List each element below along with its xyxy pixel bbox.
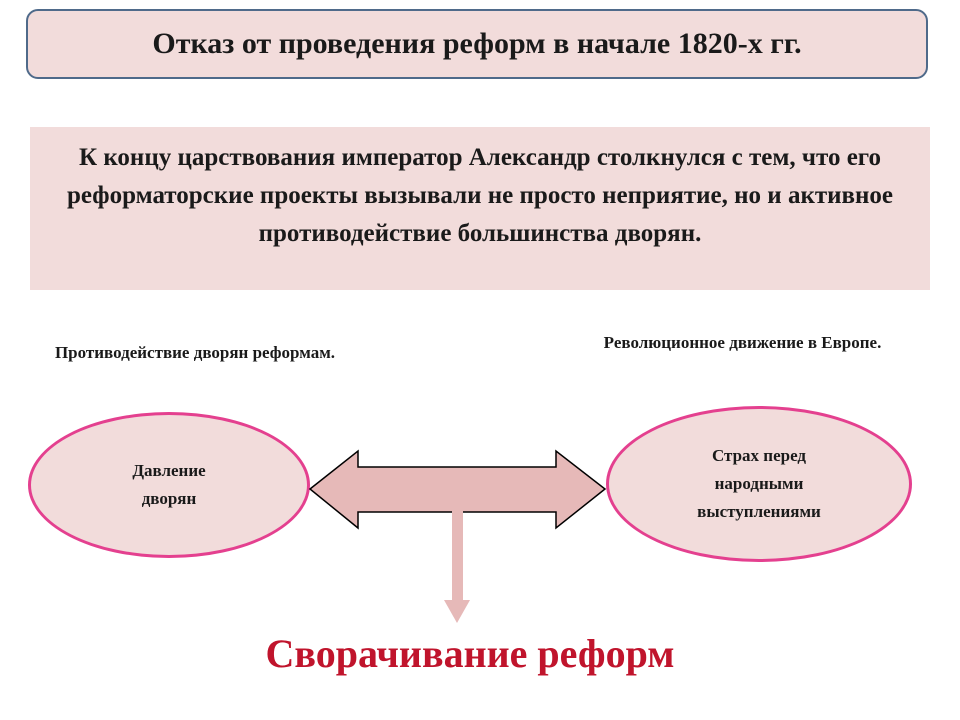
fear-ellipse: Страх перед народными выступлениями	[606, 406, 912, 562]
intro-text: К концу царствования император Александр…	[66, 144, 894, 247]
fear-ellipse-text: Страх перед народными выступлениями	[697, 446, 821, 521]
left-caption: Противодействие дворян реформам.	[54, 343, 336, 362]
pressure-ellipse: Давление дворян	[28, 412, 310, 558]
title-banner: Отказ от проведения реформ в начале 1820…	[26, 9, 928, 79]
pressure-ellipse-text: Давление дворян	[132, 461, 206, 508]
page-title: Отказ от проведения реформ в начале 1820…	[152, 27, 802, 60]
right-caption: Революционное движение в Европе.	[603, 333, 882, 352]
intro-box: К концу царствования император Александр…	[30, 127, 930, 290]
double-arrow	[308, 449, 607, 530]
down-arrow-head	[444, 600, 470, 623]
result-text: Сворачивание реформ	[265, 631, 675, 676]
down-arrow-shaft	[452, 510, 463, 602]
